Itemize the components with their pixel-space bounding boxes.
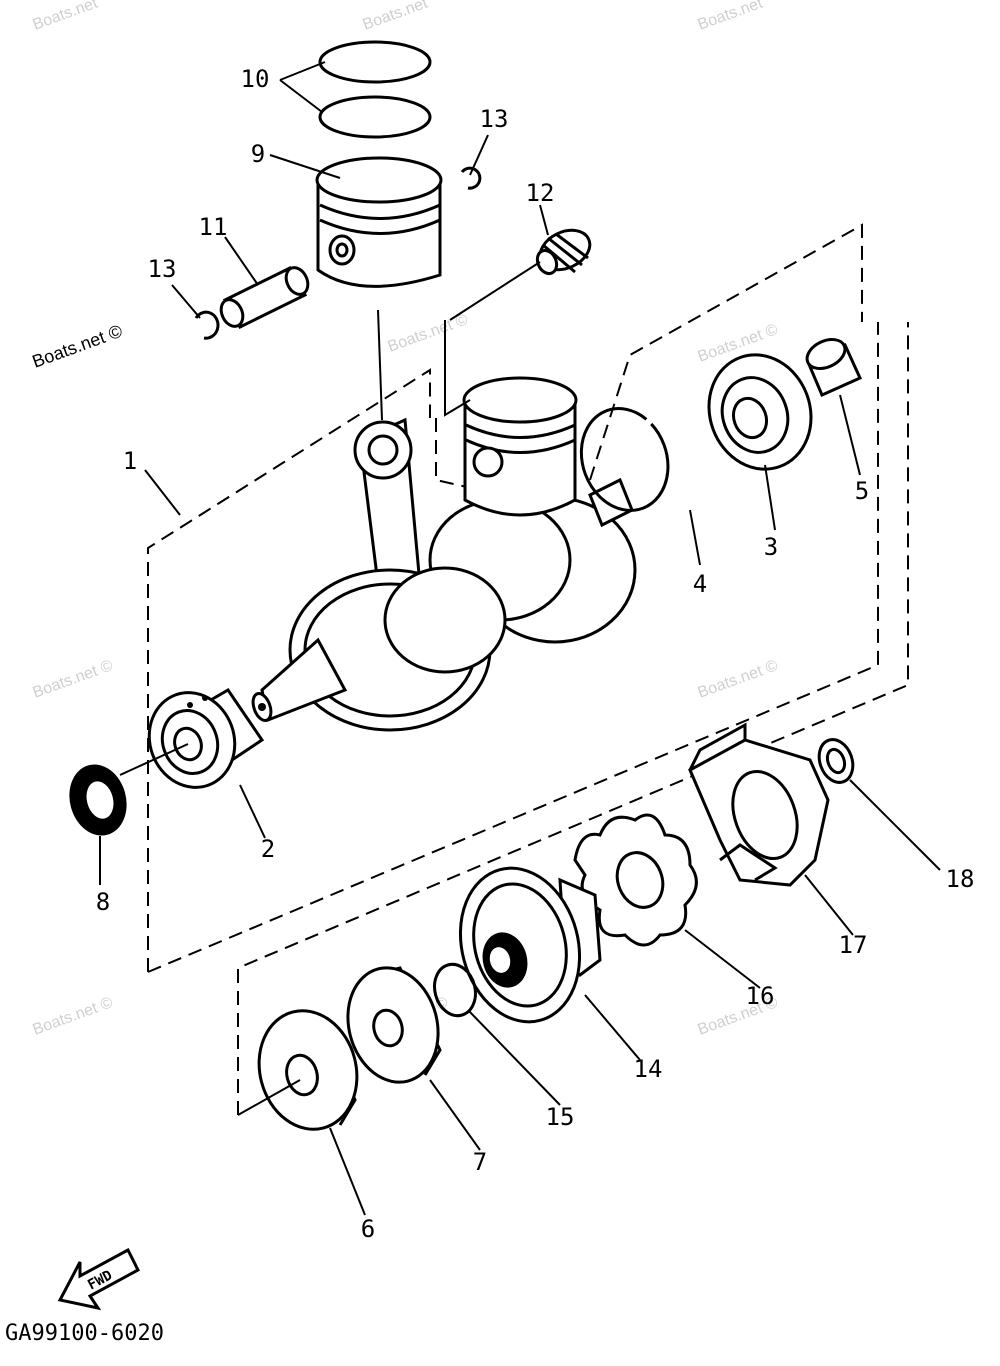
piston-ring-lower [318, 95, 432, 139]
crankshaft-assembly-outline-top [589, 223, 863, 481]
piston [315, 156, 443, 288]
callout-6: 6 [361, 1215, 375, 1243]
callout-9: 9 [251, 140, 265, 168]
crankshaft-assembly-outline-left [147, 368, 431, 972]
watermark: Boats.net [696, 0, 766, 34]
leader-lines [99, 61, 941, 1216]
callout-8: 8 [96, 888, 110, 916]
watermark: Boats.net © [386, 311, 471, 356]
callout-11: 11 [199, 213, 228, 241]
rubber-damper-hole [615, 851, 665, 909]
washer-small [817, 738, 855, 784]
callout-18: 18 [946, 865, 975, 893]
circlip-lower [194, 310, 220, 340]
rubber-damper [573, 813, 698, 947]
coupling-hub [458, 866, 602, 1024]
piston-rings [318, 40, 432, 139]
watermark: Boats.net © [31, 994, 116, 1039]
callout-3: 3 [764, 533, 778, 561]
coupling-assembly-outline [237, 322, 909, 1115]
piston-pin [219, 266, 310, 329]
bushing [805, 337, 862, 397]
callout-2: 2 [261, 835, 275, 863]
callout-13-upper: 13 [480, 105, 509, 133]
piston-ring-upper [318, 40, 432, 84]
watermark: Boats.net © [696, 657, 781, 702]
circlip-upper [460, 166, 482, 190]
watermark-credit: Boats.net © [30, 321, 125, 372]
crankshaft-assembly-outline-bottom [147, 322, 879, 973]
callout-labels: 10 9 13 12 11 13 1 5 3 4 2 8 18 17 16 14… [96, 65, 975, 1243]
ball-bearing-right [707, 353, 813, 471]
callout-13-lower: 13 [148, 255, 177, 283]
retaining-ring [579, 407, 670, 512]
watermark: Boats.net [361, 0, 431, 34]
callout-12: 12 [526, 179, 555, 207]
callout-16: 16 [746, 982, 775, 1010]
washer-thick [346, 966, 442, 1084]
callout-15: 15 [546, 1103, 575, 1131]
watermark: Boats.net [31, 0, 101, 34]
ball-bearing-left [147, 688, 265, 789]
o-ring [433, 962, 477, 1018]
fwd-arrow: FWD [57, 1247, 140, 1311]
callout-7: 7 [473, 1148, 487, 1176]
needle-bearing [535, 228, 592, 276]
oil-seal [69, 764, 127, 836]
crankshaft-assembly [251, 376, 637, 732]
callout-4: 4 [693, 570, 707, 598]
callout-5: 5 [855, 477, 869, 505]
callout-10: 10 [241, 65, 270, 93]
callout-14: 14 [634, 1055, 663, 1083]
washer-large [257, 1009, 359, 1131]
coupling [688, 722, 830, 887]
callout-1: 1 [123, 447, 137, 475]
watermark: Boats.net © [31, 657, 116, 702]
diagram-code: GA99100-6020 [5, 1321, 164, 1346]
callout-17: 17 [839, 931, 868, 959]
